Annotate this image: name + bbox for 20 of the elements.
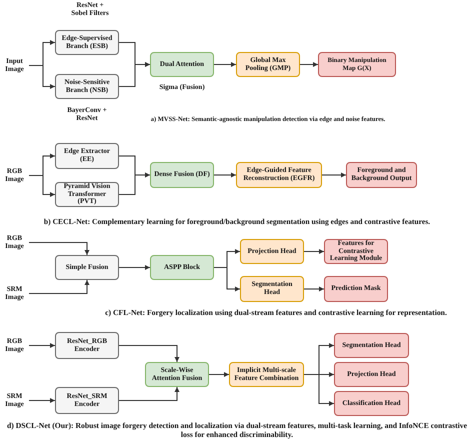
arrow bbox=[28, 65, 56, 89]
arrow bbox=[214, 172, 236, 178]
arrow bbox=[118, 265, 150, 270]
arrow bbox=[214, 267, 240, 292]
arrow bbox=[118, 172, 150, 195]
arrow bbox=[300, 62, 318, 67]
arrow bbox=[28, 175, 56, 197]
arrow bbox=[28, 242, 90, 256]
arrow bbox=[214, 62, 236, 67]
arrow bbox=[28, 398, 56, 403]
arrow bbox=[304, 286, 324, 292]
arrow bbox=[322, 172, 346, 178]
arrow bbox=[118, 386, 180, 401]
arrow bbox=[28, 280, 90, 294]
arrow bbox=[208, 372, 230, 377]
arrow bbox=[118, 345, 180, 362]
arrow bbox=[304, 374, 334, 406]
arrow bbox=[118, 62, 150, 87]
arrow bbox=[304, 249, 324, 254]
arrow bbox=[28, 343, 56, 348]
